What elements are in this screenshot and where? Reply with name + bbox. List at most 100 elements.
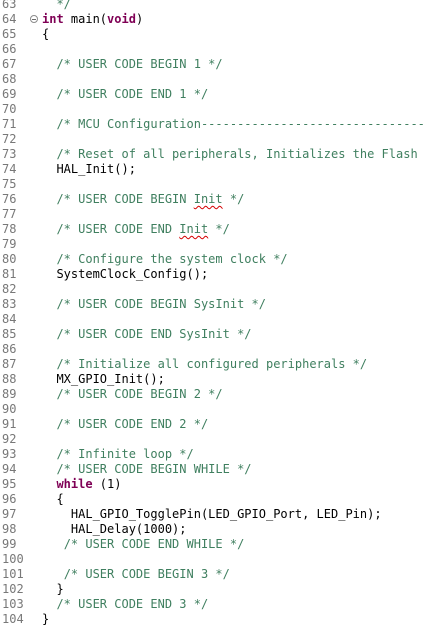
code-line[interactable]: 87 /* Initialize all configured peripher… [0, 357, 424, 372]
code-line[interactable]: 88 MX_GPIO_Init(); [0, 372, 424, 387]
line-number: 104 [2, 612, 24, 626]
code-token: MX_GPIO_Init(); [56, 372, 165, 386]
code-line[interactable]: 86 [0, 342, 424, 357]
spelling-error-token: Init [179, 222, 209, 236]
code-line[interactable]: 85 /* USER CODE END SysInit */ [0, 327, 424, 342]
code-text: /* USER CODE BEGIN Init */ [42, 192, 244, 207]
line-number: 89 [2, 387, 17, 401]
code-line[interactable]: 70 [0, 102, 424, 117]
code-text: HAL_Init(); [42, 162, 135, 177]
line-number: 69 [2, 87, 17, 101]
code-text: /* MCU Configuration--------------------… [42, 117, 424, 132]
comment-token: /* USER CODE END 3 */ [56, 597, 209, 611]
code-line[interactable]: 67 /* USER CODE BEGIN 1 */ [0, 57, 424, 72]
line-number: 72 [2, 132, 17, 146]
code-line[interactable]: 80 /* Configure the system clock */ [0, 252, 424, 267]
code-line[interactable]: 90 [0, 402, 424, 417]
code-line[interactable]: 68 [0, 72, 424, 87]
line-number: 101 [2, 567, 24, 581]
code-line[interactable]: 75 [0, 177, 424, 192]
code-line[interactable]: 77 [0, 207, 424, 222]
line-number: 73 [2, 147, 17, 161]
comment-token: /* USER CODE END 2 */ [56, 417, 209, 431]
code-line[interactable]: 84 [0, 312, 424, 327]
comment-token: /* USER CODE END [56, 222, 180, 236]
code-line[interactable]: 100 [0, 552, 424, 567]
line-number: 79 [2, 237, 17, 251]
code-line[interactable]: 95 while (1) [0, 477, 424, 492]
code-text: /* USER CODE END 2 */ [42, 417, 208, 432]
code-text: /* USER CODE BEGIN SysInit */ [42, 297, 266, 312]
code-text: } [42, 612, 49, 627]
line-number: 84 [2, 312, 17, 326]
code-token: { [56, 492, 64, 506]
code-token: ) [135, 12, 144, 26]
code-line[interactable]: 82 [0, 282, 424, 297]
code-line[interactable]: 69 /* USER CODE END 1 */ [0, 87, 424, 102]
code-text: } [42, 582, 64, 597]
code-text: /* USER CODE BEGIN WHILE */ [42, 462, 251, 477]
line-number: 68 [2, 72, 17, 86]
code-text: /* USER CODE BEGIN 2 */ [42, 387, 223, 402]
code-line[interactable]: 91 /* USER CODE END 2 */ [0, 417, 424, 432]
code-line[interactable]: 72 [0, 132, 424, 147]
code-line[interactable]: 104} [0, 612, 424, 627]
line-number: 82 [2, 282, 17, 296]
comment-token: /* USER CODE END 1 */ [56, 87, 209, 101]
comment-token: /* Reset of all peripherals, Initializes… [56, 147, 418, 161]
code-line[interactable]: 97 HAL_GPIO_TogglePin(LED_GPIO_Port, LED… [0, 507, 424, 522]
code-line[interactable]: 66 [0, 42, 424, 57]
code-line[interactable]: 63 */ [0, 0, 424, 12]
comment-token: /* USER CODE END WHILE */ [63, 537, 245, 551]
line-number: 98 [2, 522, 17, 536]
comment-token: /* Initialize all configured peripherals… [56, 357, 368, 371]
code-line[interactable]: 98 HAL_Delay(1000); [0, 522, 424, 537]
comment-token: /* MCU Configuration--------------------… [56, 117, 424, 131]
code-token: } [56, 582, 64, 596]
line-number: 91 [2, 417, 17, 431]
code-line[interactable]: 94 /* USER CODE BEGIN WHILE */ [0, 462, 424, 477]
comment-token: /* USER CODE BEGIN 1 */ [56, 57, 223, 71]
line-number: 76 [2, 192, 17, 206]
fold-collapse-icon[interactable] [30, 15, 38, 23]
code-line[interactable]: 101 /* USER CODE BEGIN 3 */ [0, 567, 424, 582]
code-line[interactable]: 74 HAL_Init(); [0, 162, 424, 177]
line-number: 74 [2, 162, 17, 176]
comment-token: /* Configure the system clock */ [56, 252, 288, 266]
comment-token: */ [56, 0, 71, 11]
code-line[interactable]: 81 SystemClock_Config(); [0, 267, 424, 282]
code-token: { [42, 27, 50, 41]
comment-token: /* USER CODE BEGIN SysInit */ [56, 297, 266, 311]
code-line[interactable]: 79 [0, 237, 424, 252]
line-number: 92 [2, 432, 17, 446]
code-text: /* USER CODE BEGIN 3 */ [42, 567, 230, 582]
code-line[interactable]: 102 } [0, 582, 424, 597]
code-line[interactable]: 92 [0, 432, 424, 447]
line-number: 65 [2, 27, 17, 41]
keyword-token: while [56, 477, 93, 491]
code-line[interactable]: 65 { [0, 27, 424, 42]
code-line[interactable]: 103 /* USER CODE END 3 */ [0, 597, 424, 612]
code-text: MX_GPIO_Init(); [42, 372, 165, 387]
code-line[interactable]: 96 { [0, 492, 424, 507]
keyword-token: int [42, 12, 64, 26]
comment-token: /* Infinite loop */ [56, 447, 194, 461]
code-line[interactable]: 71 /* MCU Configuration-----------------… [0, 117, 424, 132]
code-line[interactable]: 83 /* USER CODE BEGIN SysInit */ [0, 297, 424, 312]
line-number: 90 [2, 402, 17, 416]
line-number: 70 [2, 102, 17, 116]
line-number: 94 [2, 462, 17, 476]
code-line[interactable]: 89 /* USER CODE BEGIN 2 */ [0, 387, 424, 402]
comment-token: */ [222, 192, 245, 206]
comment-token: /* USER CODE BEGIN 2 */ [56, 387, 223, 401]
code-line[interactable]: 78 /* USER CODE END Init */ [0, 222, 424, 237]
code-line[interactable]: 99 /* USER CODE END WHILE */ [0, 537, 424, 552]
line-number: 64 [2, 12, 17, 26]
code-line[interactable]: 76 /* USER CODE BEGIN Init */ [0, 192, 424, 207]
line-number: 93 [2, 447, 17, 461]
code-line[interactable]: 73 /* Reset of all peripherals, Initiali… [0, 147, 424, 162]
code-line[interactable]: 93 /* Infinite loop */ [0, 447, 424, 462]
spelling-error-token: Init [193, 192, 223, 206]
